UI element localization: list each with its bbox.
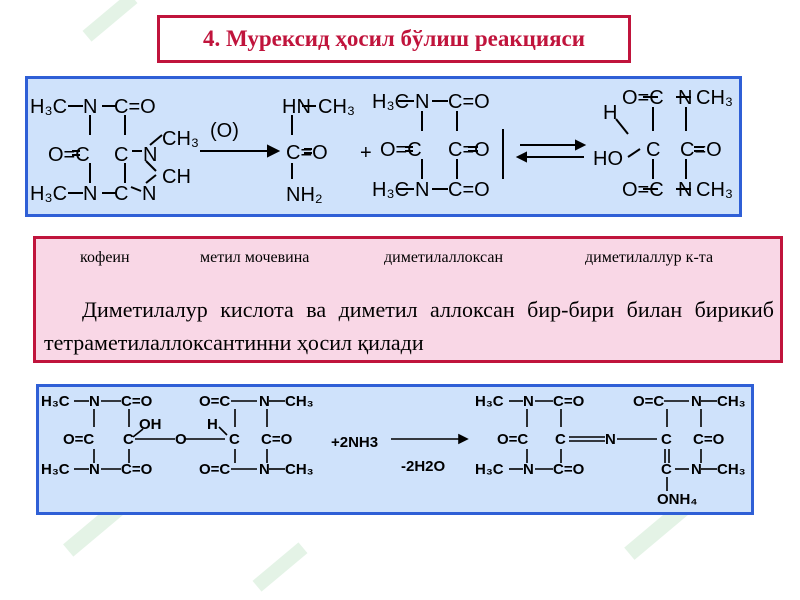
svg-text:H₃C: H₃C xyxy=(475,461,504,478)
svg-text:N: N xyxy=(83,96,97,118)
svg-text:O=C: O=C xyxy=(48,144,90,166)
svg-text:C: C xyxy=(661,431,672,448)
svg-text:N: N xyxy=(259,461,270,478)
svg-text:C=O: C=O xyxy=(114,96,156,118)
svg-text:H₃C: H₃C xyxy=(30,183,67,205)
title-box: 4. Мурексид ҳосил бўлиш реакцияси xyxy=(157,15,631,63)
svg-text:O=C: O=C xyxy=(633,393,664,410)
svg-text:HN: HN xyxy=(282,96,311,118)
svg-text:C: C xyxy=(123,431,134,448)
description-text: Диметилалур кислота ва диметил аллоксан … xyxy=(44,297,774,355)
name-caffeine: кофеин xyxy=(80,249,130,266)
svg-text:CH₃: CH₃ xyxy=(162,128,199,150)
svg-text:O=C: O=C xyxy=(622,87,664,109)
svg-text:CH₃: CH₃ xyxy=(285,461,314,478)
svg-text:N: N xyxy=(678,179,692,201)
svg-text:CH₃: CH₃ xyxy=(696,179,733,201)
svg-text:N: N xyxy=(89,461,100,478)
svg-text:CH₃: CH₃ xyxy=(696,87,733,109)
svg-text:C: C xyxy=(229,431,240,448)
svg-text:N: N xyxy=(523,393,534,410)
svg-text:C=O: C=O xyxy=(448,179,490,201)
byproduct-label: -2H2O xyxy=(401,458,446,475)
svg-text:O=C: O=C xyxy=(63,431,94,448)
page-title: 4. Мурексид ҳосил бўлиш реакцияси xyxy=(202,26,586,51)
svg-text:N: N xyxy=(415,179,429,201)
svg-text:H₃C: H₃C xyxy=(41,461,70,478)
svg-text:C=O: C=O xyxy=(448,91,490,113)
svg-text:N: N xyxy=(89,393,100,410)
description-panel: кофеин метил мочевина диметилаллоксан ди… xyxy=(33,236,783,363)
svg-text:C=O: C=O xyxy=(286,142,328,164)
svg-text:C=O: C=O xyxy=(121,393,153,410)
svg-text:O=C: O=C xyxy=(199,393,230,410)
name-methylurea: метил мочевина xyxy=(200,249,310,266)
svg-text:O: O xyxy=(175,431,187,448)
plus-sign: + xyxy=(360,142,372,164)
name-dimethyldialuric-acid: диметилаллур к-та xyxy=(585,249,714,266)
svg-text:CH₃: CH₃ xyxy=(285,393,314,410)
svg-text:CH₃: CH₃ xyxy=(717,393,746,410)
svg-text:N: N xyxy=(605,431,616,448)
svg-text:C: C xyxy=(114,183,128,205)
svg-text:CH₃: CH₃ xyxy=(318,96,355,118)
svg-text:HO: HO xyxy=(593,148,623,170)
svg-text:C=O: C=O xyxy=(121,461,153,478)
svg-text:C=O: C=O xyxy=(693,431,725,448)
svg-text:C=O: C=O xyxy=(553,461,585,478)
svg-text:C=O: C=O xyxy=(680,139,722,161)
svg-text:ONH₄: ONH₄ xyxy=(657,491,697,508)
svg-text:O=C: O=C xyxy=(380,139,422,161)
svg-text:N: N xyxy=(259,393,270,410)
svg-text:CH: CH xyxy=(162,166,191,188)
svg-text:H₃C: H₃C xyxy=(372,91,409,113)
oxidant-label: (O) xyxy=(210,120,239,142)
svg-text:H₃C: H₃C xyxy=(372,179,409,201)
svg-text:C: C xyxy=(114,144,128,166)
svg-text:O=C: O=C xyxy=(622,179,664,201)
svg-text:O=C: O=C xyxy=(199,461,230,478)
svg-text:N: N xyxy=(415,91,429,113)
svg-text:OH: OH xyxy=(139,416,162,433)
svg-text:H₃C: H₃C xyxy=(30,96,67,118)
svg-text:H: H xyxy=(603,102,617,124)
svg-text:N: N xyxy=(523,461,534,478)
svg-text:H₃C: H₃C xyxy=(475,393,504,410)
svg-text:C=O: C=O xyxy=(553,393,585,410)
svg-text:N: N xyxy=(143,144,157,166)
svg-text:C: C xyxy=(646,139,660,161)
reagent-label: +2NH3 xyxy=(331,434,378,451)
svg-text:N: N xyxy=(83,183,97,205)
svg-text:N: N xyxy=(691,461,702,478)
svg-text:C=O: C=O xyxy=(261,431,293,448)
svg-text:H: H xyxy=(207,416,218,433)
svg-text:O=C: O=C xyxy=(497,431,528,448)
svg-text:C: C xyxy=(555,431,566,448)
svg-text:N: N xyxy=(142,183,156,205)
svg-text:CH₃: CH₃ xyxy=(717,461,746,478)
svg-text:C: C xyxy=(661,461,672,478)
svg-text:N: N xyxy=(678,87,692,109)
name-dimethylalloxan: диметилаллоксан xyxy=(384,249,504,266)
svg-text:H₃C: H₃C xyxy=(41,393,70,410)
svg-text:N: N xyxy=(691,393,702,410)
svg-text:NH₂: NH₂ xyxy=(286,184,323,206)
svg-text:C=O: C=O xyxy=(448,139,490,161)
